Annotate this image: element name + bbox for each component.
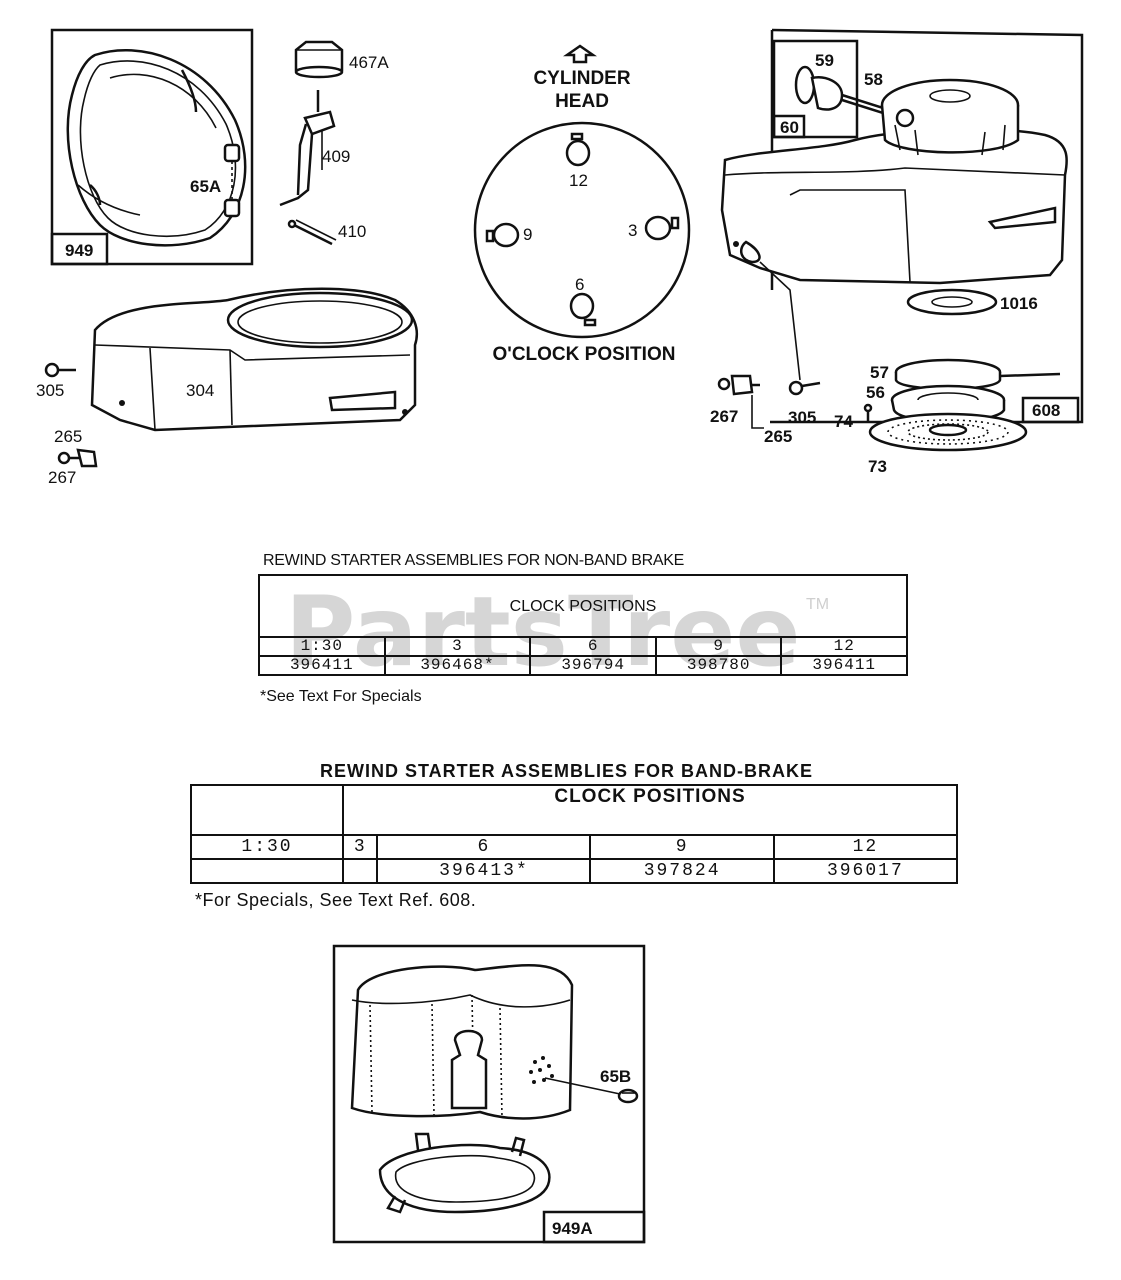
- table-band-col: 6: [376, 834, 592, 860]
- table-nonband-cell: 396468*: [383, 655, 532, 676]
- table-band-corner-cell: [190, 784, 344, 836]
- part-949A-label-box: [542, 1210, 646, 1244]
- table-band-cell: 396017: [772, 858, 959, 884]
- clock-dial: [473, 121, 691, 339]
- part-949A-shroud-icon: [350, 964, 621, 1120]
- table-nonband-col: 12: [780, 636, 908, 657]
- callout-58: 58: [864, 70, 883, 89]
- clock-loop-6-icon: [569, 292, 597, 327]
- part-409-bracket-icon: [279, 90, 336, 207]
- table-band-col: 12: [772, 834, 959, 860]
- table-band-value-row: 396413* 397824 396017: [190, 858, 959, 884]
- callout-265-left: 265: [54, 427, 82, 446]
- callout-73: 73: [868, 457, 887, 476]
- table-nonband-cell: 396794: [529, 655, 657, 676]
- callout-608: 608: [1032, 401, 1060, 420]
- table-band-cell: [341, 858, 379, 884]
- callout-59: 59: [815, 51, 834, 70]
- part-949A-vent-icon: [529, 1056, 554, 1084]
- table-nonband-title: REWIND STARTER ASSEMBLIES FOR NON-BAND B…: [263, 552, 684, 569]
- part-305-screw-icon: [44, 362, 76, 378]
- part-305-screw-right-icon: [788, 380, 821, 396]
- part-949A-frame: [332, 944, 646, 1244]
- part-949-wire-icon: [66, 48, 247, 247]
- leader-265: [751, 395, 764, 429]
- table-nonband: CLOCK POSITIONS 1:30 3 6 9 12 396411 396…: [258, 574, 908, 676]
- clock-loop-9-icon: [485, 222, 520, 248]
- table-band-note: *For Specials, See Text Ref. 608.: [195, 890, 477, 910]
- part-267-clip-icon: [717, 374, 760, 396]
- clock-position-9: 9: [523, 225, 532, 244]
- callout-410: 410: [338, 222, 366, 241]
- table-nonband-col: 3: [383, 636, 532, 657]
- callout-60: 60: [780, 118, 799, 137]
- clock-heading-line2: HEAD: [555, 91, 609, 112]
- callout-267-left: 267: [48, 468, 76, 487]
- part-949A-baffle-ring-icon: [378, 1132, 551, 1214]
- callout-949: 949: [65, 241, 93, 260]
- clock-loop-3-icon: [644, 215, 680, 241]
- part-949-group: 949 65A: [50, 28, 254, 266]
- table-band: CLOCK POSITIONS 1:30 3 6 9 12 396413* 39…: [190, 784, 959, 884]
- part-608-group: 608 60 59 58 1: [710, 28, 1084, 476]
- callout-65A: 65A: [190, 177, 221, 196]
- clock-loop-12-icon: [565, 132, 591, 167]
- callout-65B: 65B: [600, 1067, 631, 1086]
- part-949-label-box: [50, 232, 109, 266]
- callout-305-left: 305: [36, 381, 64, 400]
- table-band-col: 9: [589, 834, 775, 860]
- part-949A-group: 949A 65B: [332, 944, 646, 1244]
- callout-305-right: 305: [788, 408, 816, 427]
- callout-56: 56: [866, 383, 885, 402]
- table-nonband-col: 9: [654, 636, 783, 657]
- table-nonband-note: *See Text For Specials: [260, 688, 422, 705]
- table-nonband-position-row: 1:30 3 6 9 12: [258, 636, 908, 657]
- cylinder-head-arrow-icon: [562, 44, 598, 64]
- part-60-frame: [772, 39, 859, 139]
- part-410-link-icon: [287, 219, 337, 246]
- table-nonband-header: CLOCK POSITIONS: [258, 574, 908, 638]
- table-band-header: CLOCK POSITIONS: [342, 784, 958, 836]
- table-nonband-value-row: 396411 396468* 396794 398780 396411: [258, 655, 908, 676]
- part-1016-washer-icon: [906, 288, 998, 316]
- table-band-cell: [190, 858, 344, 884]
- part-608-label-box: [1021, 396, 1080, 424]
- callout-467A: 467A: [349, 53, 389, 72]
- callout-949A: 949A: [552, 1219, 593, 1238]
- table-nonband-cell: 396411: [258, 655, 386, 676]
- clock-heading-line1: CYLINDER: [533, 68, 630, 89]
- clock-position-12: 12: [569, 171, 588, 190]
- table-band-position-row: 1:30 3 6 9 12: [190, 834, 959, 860]
- part-304-housing-icon: [90, 287, 419, 432]
- clock-position-6: 6: [575, 275, 584, 294]
- clock-diagram: CYLINDER HEAD 12 9 3 6 O'CLOCK POSITION: [473, 44, 691, 365]
- table-band-title: REWIND STARTER ASSEMBLIES FOR BAND-BRAKE: [320, 761, 813, 781]
- part-467A-knob-icon: [294, 40, 344, 79]
- table-band-col: 3: [341, 834, 379, 860]
- callout-1016: 1016: [1000, 294, 1038, 313]
- table-nonband-col: 6: [529, 636, 657, 657]
- part-65B-plug-icon: [617, 1088, 639, 1104]
- part-60-label-box: [772, 114, 806, 139]
- callout-74: 74: [834, 412, 853, 431]
- callout-409: 409: [322, 147, 350, 166]
- table-band-cell: 397824: [589, 858, 775, 884]
- part-949-frame: [50, 28, 254, 266]
- table-nonband-cell: 396411: [780, 655, 908, 676]
- part-608-housing-icon: [720, 78, 1068, 381]
- part-265-267-clip-icon: [57, 448, 98, 468]
- clock-position-3: 3: [628, 221, 637, 240]
- clock-caption: O'CLOCK POSITION: [493, 344, 676, 365]
- table-nonband-cell: 398780: [654, 655, 783, 676]
- callout-267-right: 267: [710, 407, 738, 426]
- table-band-cell: 396413*: [376, 858, 592, 884]
- table-band-col: 1:30: [190, 834, 344, 860]
- callout-304: 304: [186, 381, 214, 400]
- part-73-screen-icon: [868, 412, 1028, 452]
- callout-265-right: 265: [764, 427, 792, 446]
- callout-57: 57: [870, 363, 889, 382]
- table-nonband-col: 1:30: [258, 636, 386, 657]
- part-74-pawl-icon: [863, 403, 873, 422]
